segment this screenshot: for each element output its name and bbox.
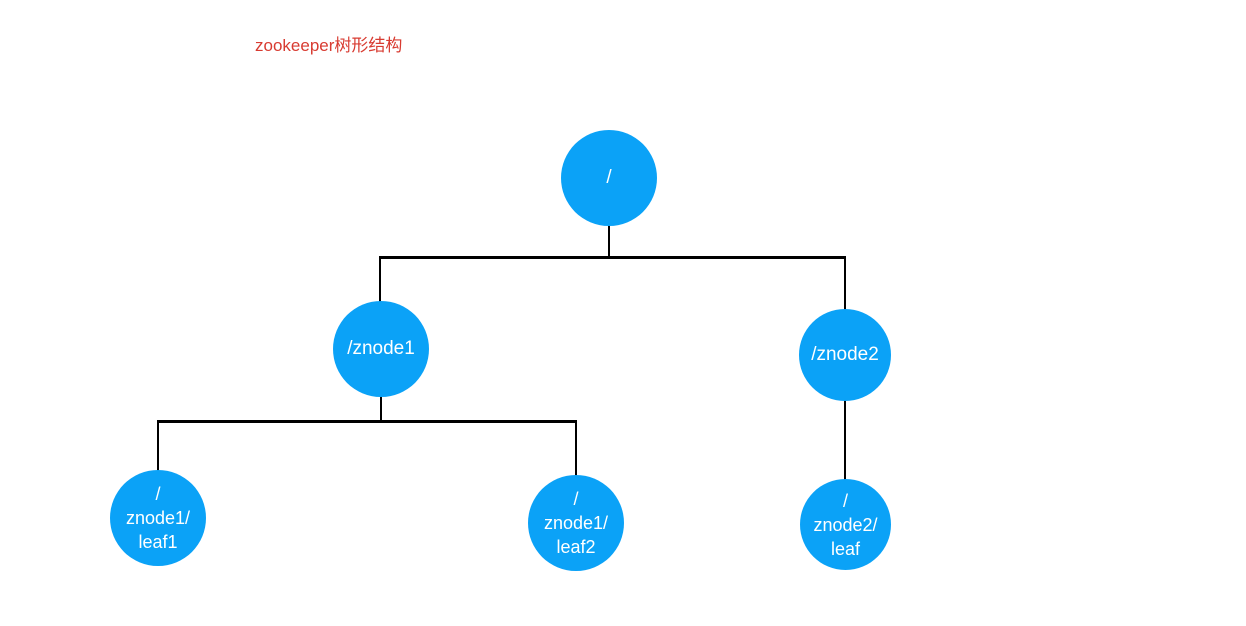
node-label-znode2: /znode2 xyxy=(811,344,879,365)
tree-node-root: / xyxy=(561,130,657,226)
edge-to-leaf1 xyxy=(157,420,159,519)
diagram-title: zookeeper树形结构 xyxy=(255,36,403,55)
edge-to-leaf2 xyxy=(575,420,577,523)
edge-to-znode2 xyxy=(844,256,846,355)
tree-node-leaf1: / znode1/ leaf1 xyxy=(110,470,206,566)
edge-znode2-to-leaf xyxy=(844,355,846,525)
tree-node-znode2: /znode2 xyxy=(799,309,891,401)
node-label-znode1: /znode1 xyxy=(347,338,415,359)
tree-node-leaf2: / znode1/ leaf2 xyxy=(528,475,624,571)
tree-node-znode1: /znode1 xyxy=(333,301,429,397)
node-label-leaf3: / znode2/ leaf xyxy=(813,490,878,559)
edge-znode1-children-horizontal xyxy=(158,420,577,423)
node-label-root: / xyxy=(606,167,612,188)
tree-node-leaf3: / znode2/ leaf xyxy=(800,479,891,570)
node-label-leaf1: / znode1/ leaf1 xyxy=(125,484,191,552)
node-label-leaf2: / znode1/ leaf2 xyxy=(543,489,609,557)
edge-root-children-horizontal xyxy=(380,256,846,259)
